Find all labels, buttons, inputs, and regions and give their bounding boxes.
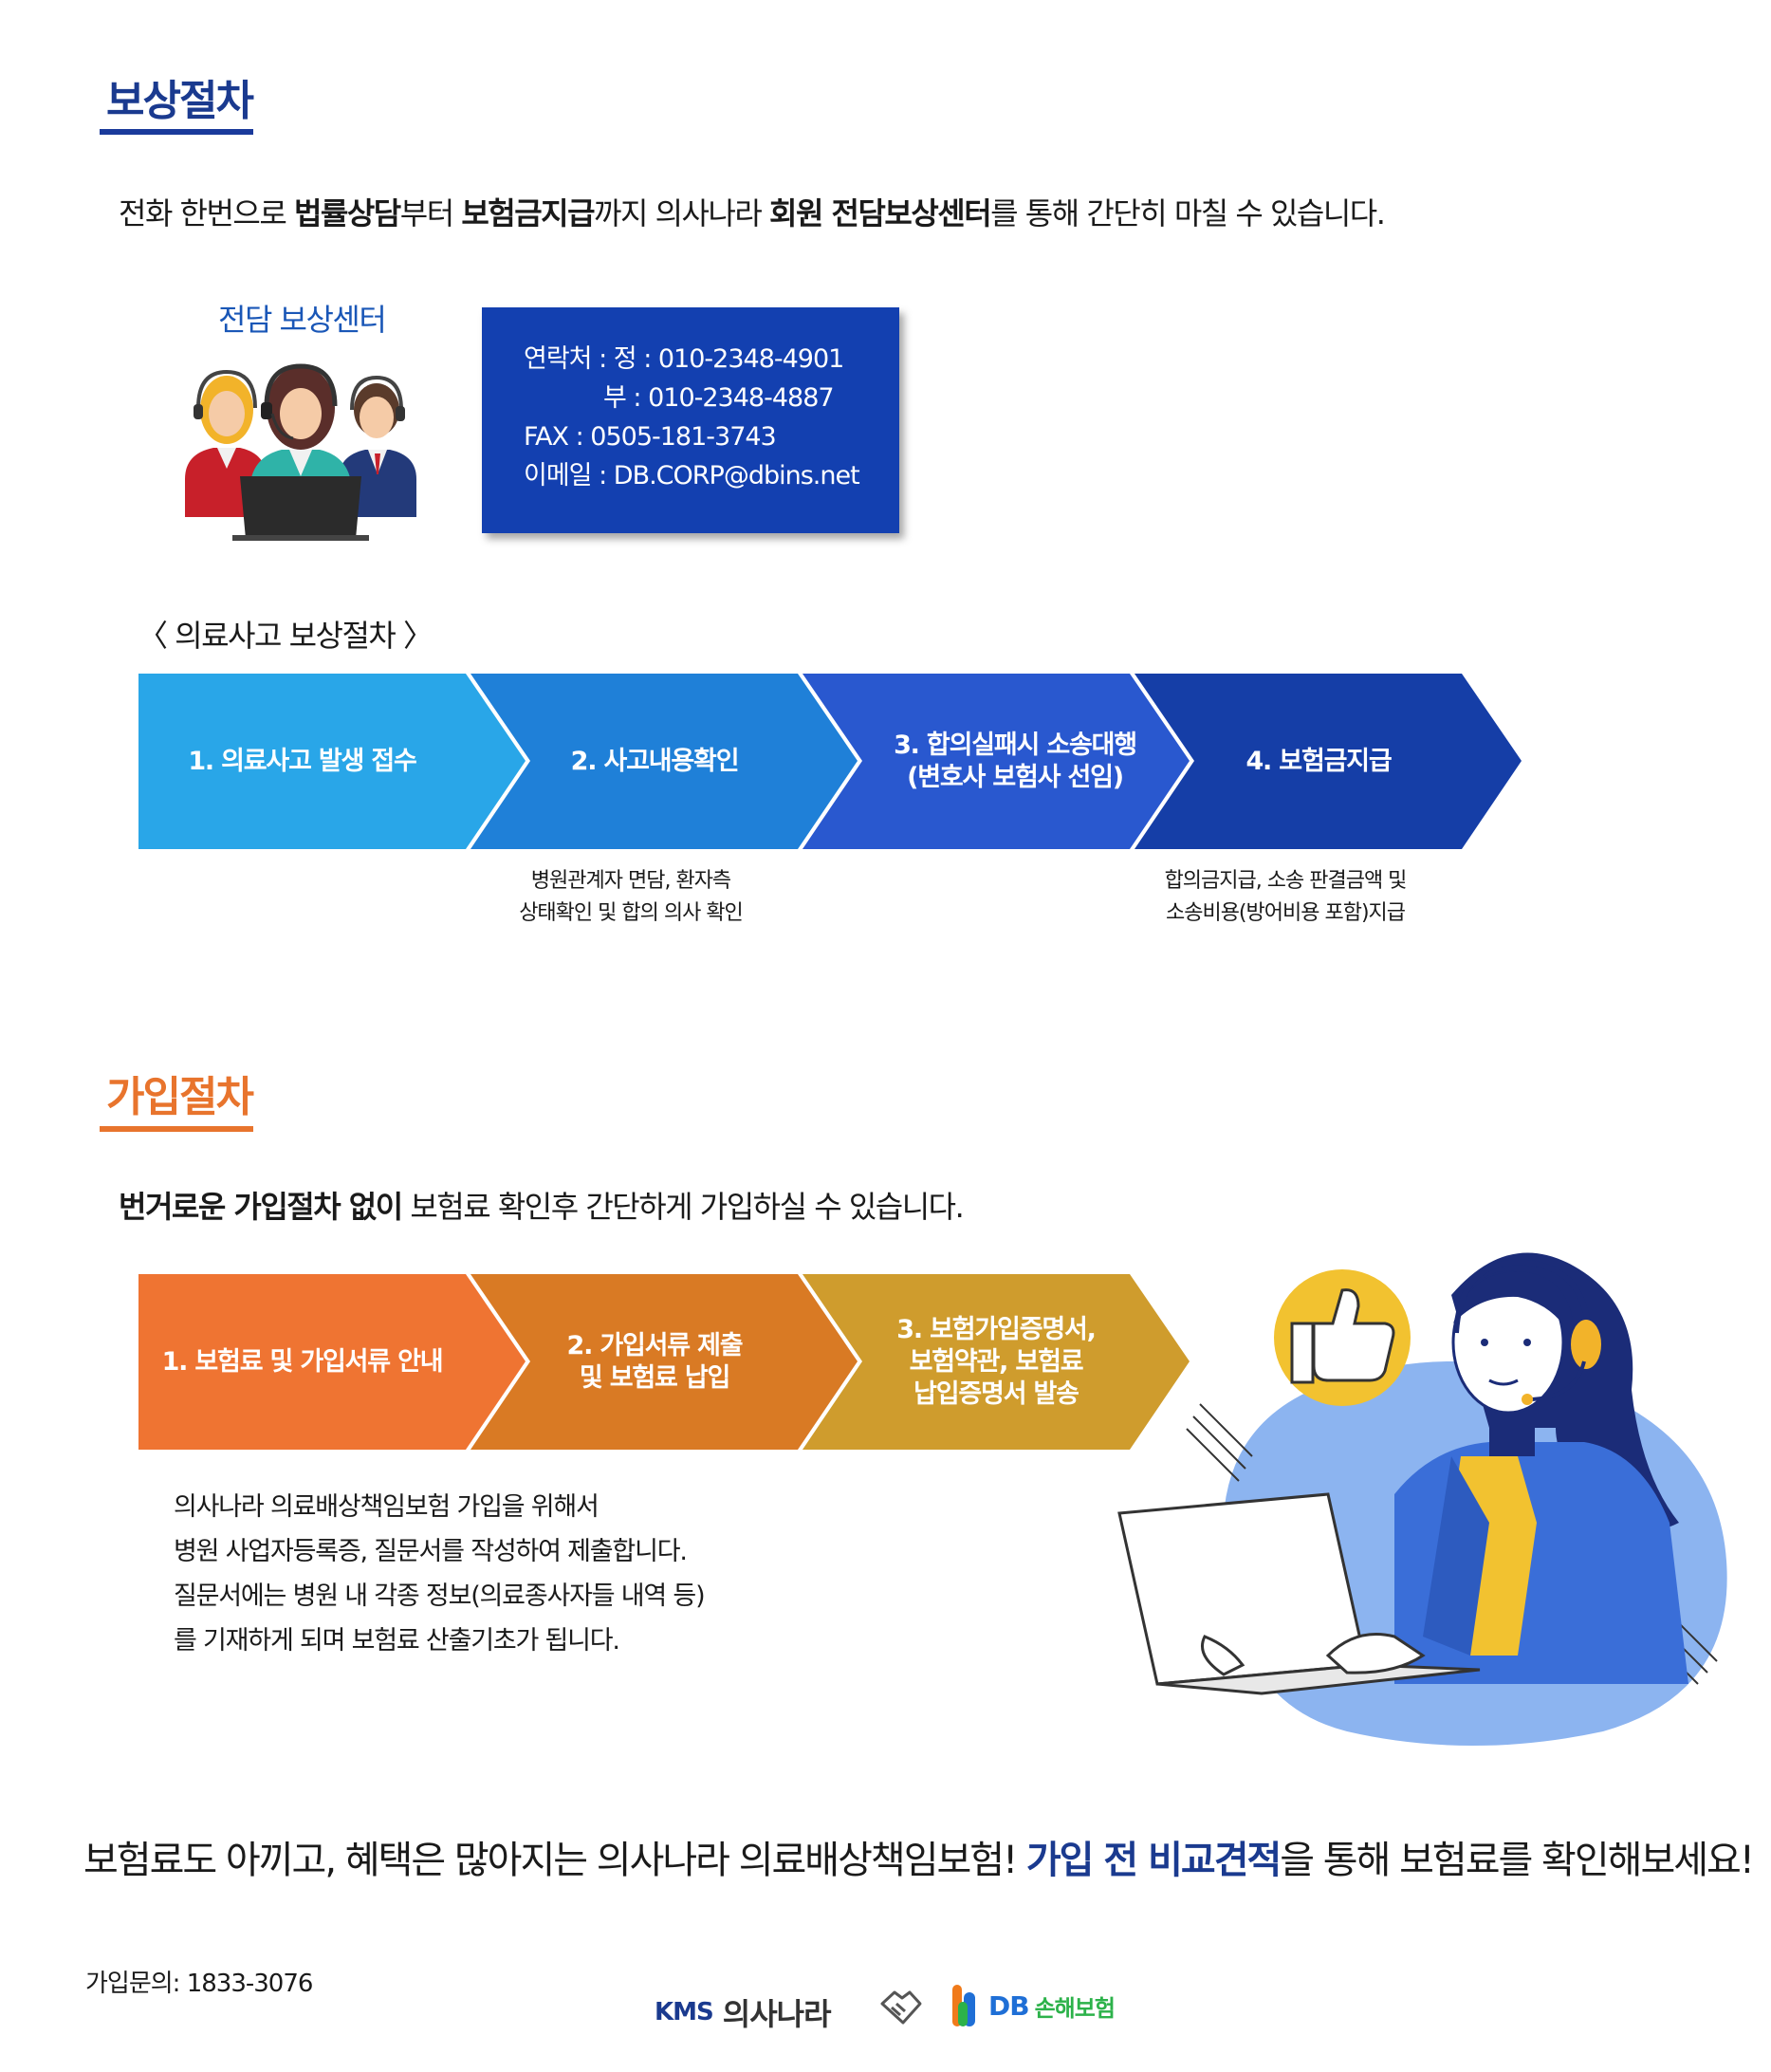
comp-step-1-label: 1. 의료사고 발생 접수 [188,746,417,776]
enrollment-note-line: 질문서에는 병원 내 각종 정보(의료종사자들 내역 등) [174,1582,706,1611]
comp-step-4-note: 합의금지급, 소송 판결금액 및 소송비용(방어비용 포함)지급 [1164,869,1408,925]
enrollment-note-line: 의사나라 의료배상책임보험 가입을 위해서 [174,1492,600,1522]
kms-logo-text: 의사나라 [722,1996,832,2032]
center-label: 전담 보상센터 [218,302,387,338]
inquiry-phone: 가입문의: 1833-3076 [85,1970,313,1998]
comp-step-2-note: 병원관계자 면담, 환자측 상태확인 및 합의 의사 확인 [519,869,744,925]
enroll-step-2-label: 2. 가입서류 제출 및 보험료 납입 [566,1330,744,1393]
kms-logo-mark: KMS [655,1998,714,2026]
consultant-woman-icon [1117,1252,1727,1746]
comp-step-1-shape [138,674,526,849]
lead-bold: 회원 전담보상센터 [769,195,992,231]
lead-text: 전화 한번으로 [119,195,294,231]
handshake-icon [880,1990,922,2025]
compensation-title-underline [100,129,253,135]
db-logo-icon [952,1985,975,2026]
enroll-step-1-label: 1. 보험료 및 가입서류 안내 [161,1346,444,1377]
comp-step-4-shape [1135,674,1522,849]
comp-step-2-shape [470,674,858,849]
enrollment-title: 가입절차 [106,1073,254,1121]
db-logo: DB 손해보험 [949,1981,1116,2030]
lead-bold: 번거로운 가입절차 없이 [119,1189,403,1225]
enroll-step-3-shape [802,1274,1190,1450]
contact-phone-main: 연락처 : 정 : 010-2348-4901 [524,344,844,374]
comp-step-3-shape [802,674,1190,849]
process-label: 〈 의료사고 보상절차 〉 [138,618,434,654]
contact-phone-sub: 부 : 010-2348-4887 [603,383,835,413]
compensation-process-arrows [138,674,1522,849]
bottom-message: 보험료도 아끼고, 혜택은 많아지는 의사나라 의료배상책임보험! 가입 전 비… [83,1829,1755,1884]
enroll-step-1-shape [138,1274,526,1450]
enrollment-note: 의사나라 의료배상책임보험 가입을 위해서 병원 사업자등록증, 질문서를 작성… [174,1485,706,1663]
enrollment-note-line: 를 기재하게 되며 보험료 산출기초가 됩니다. [174,1626,620,1656]
call-center-agents-icon [185,363,416,541]
lead-text: 부터 [399,195,462,231]
enrollment-title-underline [100,1126,253,1132]
bottom-highlight: 가입 전 비교견적 [1025,1839,1282,1882]
db-logo-mark: DB [988,1989,1030,2022]
comp-step-3-label: 3. 합의실패시 소송대행 (변호사 보험사 선임) [894,730,1137,792]
bottom-text: 을 통해 보험료를 확인해보세요! [1280,1839,1755,1882]
enroll-step-2-shape [470,1274,858,1450]
lead-text: 보험료 확인후 간단하게 가입하실 수 있습니다. [401,1189,964,1225]
contact-box: 연락처 : 정 : 010-2348-4901 부 : 010-2348-488… [482,307,899,533]
compensation-title: 보상절차 [106,77,254,125]
bottom-text: 보험료도 아끼고, 혜택은 많아지는 의사나라 의료배상책임보험! [83,1839,1026,1882]
enrollment-lead: 번거로운 가입절차 없이 보험료 확인후 간단하게 가입하실 수 있습니다. [119,1183,965,1227]
contact-email: 이메일 : DB.CORP@dbins.net [524,461,860,490]
enrollment-process-arrows [138,1274,1190,1450]
compensation-lead: 전화 한번으로 법률상담부터 보험금지급까지 의사나라 회원 전담보상센터를 통… [119,190,1386,233]
kms-logo: KMS 의사나라 [655,1990,832,2034]
lead-bold: 보험금지급 [461,195,595,231]
contact-fax: FAX : 0505-181-3743 [524,422,777,452]
enrollment-note-line: 병원 사업자등록증, 질문서를 작성하여 제출합니다. [174,1537,688,1566]
lead-text: 를 통해 간단히 마칠 수 있습니다. [990,195,1386,231]
db-logo-text: 손해보험 [1034,1994,1116,2022]
enroll-step-3-label: 3. 보험가입증명서, 보험약관, 보험료 납입증명서 발송 [896,1314,1097,1409]
comp-step-4-label: 4. 보험금지급 [1245,746,1392,776]
lead-text: 까지 의사나라 [594,195,769,231]
comp-step-2-label: 2. 사고내용확인 [570,746,740,776]
lead-bold: 법률상담 [293,195,401,231]
